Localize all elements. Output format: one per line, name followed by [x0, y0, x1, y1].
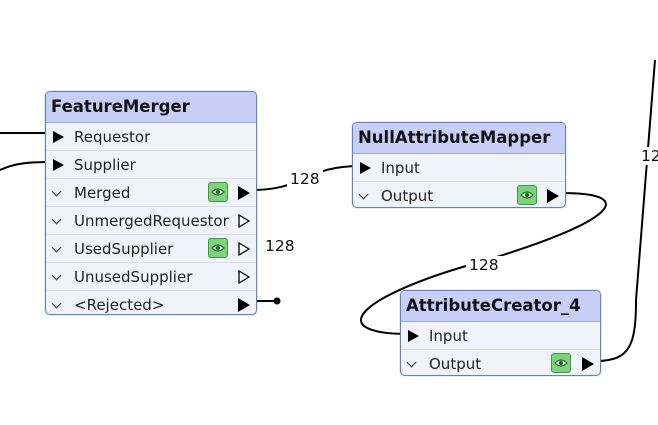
output-port-arrow-icon[interactable]	[238, 298, 250, 312]
input-port-supplier[interactable]: Supplier	[46, 151, 256, 179]
chevron-down-icon[interactable]	[358, 189, 369, 200]
null-attribute-mapper-node[interactable]: NullAttributeMapper Input Output	[352, 122, 566, 208]
connection-creator-out[interactable]	[595, 59, 656, 362]
input-port-arrow-icon[interactable]	[408, 330, 419, 342]
port-label: Requestor	[74, 128, 151, 146]
eye-icon[interactable]	[208, 182, 228, 202]
output-port-arrow-icon[interactable]	[238, 214, 250, 228]
input-port-requestor[interactable]: Requestor	[46, 123, 256, 151]
chevron-down-icon[interactable]	[51, 298, 62, 309]
port-label: Input	[429, 327, 468, 345]
feature-count-creator-out: 12	[638, 147, 658, 165]
input-port-arrow-icon[interactable]	[360, 162, 371, 174]
port-label: Supplier	[74, 156, 136, 174]
node-title[interactable]: AttributeCreator_4	[401, 291, 600, 322]
port-label: UnmergedRequestor	[74, 212, 229, 230]
chevron-down-icon[interactable]	[51, 242, 62, 253]
output-port-unused-supplier[interactable]: UnusedSupplier	[46, 263, 256, 291]
output-port-arrow-icon[interactable]	[547, 189, 559, 203]
node-title[interactable]: NullAttributeMapper	[353, 123, 565, 154]
eye-icon[interactable]	[208, 238, 228, 258]
feature-count-used-supplier: 128	[262, 237, 298, 255]
chevron-down-icon[interactable]	[51, 186, 62, 197]
port-label: Input	[381, 159, 420, 177]
feature-count-mapper-out: 128	[466, 256, 502, 274]
output-port-rejected[interactable]: <Rejected>	[46, 291, 256, 314]
output-port-merged[interactable]: Merged	[46, 179, 256, 207]
connection-to-supplier[interactable]	[0, 161, 51, 171]
eye-icon[interactable]	[517, 185, 537, 205]
rejected-junction-dot	[273, 297, 281, 305]
chevron-down-icon[interactable]	[406, 357, 417, 368]
output-port-arrow-icon[interactable]	[238, 242, 250, 256]
feature-count-merged: 128	[287, 170, 323, 188]
output-port-output[interactable]: Output	[401, 350, 600, 375]
input-port-arrow-icon[interactable]	[53, 159, 64, 171]
output-port-arrow-icon[interactable]	[238, 270, 250, 284]
input-port-input[interactable]: Input	[401, 322, 600, 350]
port-label: <Rejected>	[74, 296, 165, 314]
chevron-down-icon[interactable]	[51, 270, 62, 281]
chevron-down-icon[interactable]	[51, 214, 62, 225]
output-port-used-supplier[interactable]: UsedSupplier	[46, 235, 256, 263]
port-label: UsedSupplier	[74, 240, 174, 258]
input-port-input[interactable]: Input	[353, 154, 565, 182]
feature-merger-node[interactable]: FeatureMerger Requestor Supplier Merged …	[45, 91, 257, 315]
output-port-arrow-icon[interactable]	[582, 357, 594, 371]
port-label: Output	[429, 355, 482, 373]
port-label: Output	[381, 187, 434, 205]
port-label: UnusedSupplier	[74, 268, 193, 286]
attribute-creator-node[interactable]: AttributeCreator_4 Input Output	[400, 290, 601, 376]
port-label: Merged	[74, 184, 131, 202]
output-port-unmerged-requestor[interactable]: UnmergedRequestor	[46, 207, 256, 235]
node-title[interactable]: FeatureMerger	[46, 92, 256, 123]
input-port-arrow-icon[interactable]	[53, 131, 64, 143]
eye-icon[interactable]	[551, 353, 571, 373]
output-port-output[interactable]: Output	[353, 182, 565, 207]
output-port-arrow-icon[interactable]	[238, 186, 250, 200]
